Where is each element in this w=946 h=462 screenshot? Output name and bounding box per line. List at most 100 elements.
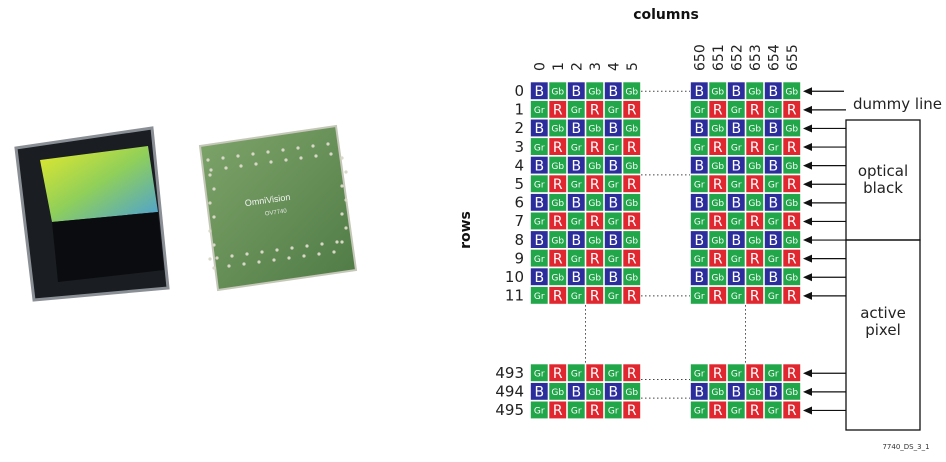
- solder-dot: [299, 156, 303, 160]
- column-label: 650: [692, 44, 708, 71]
- solder-dot: [305, 244, 309, 248]
- column-label: 0: [532, 62, 548, 71]
- pixel-cell-label: B: [571, 84, 581, 100]
- pixel-cell-label: Gr: [534, 292, 545, 302]
- pixel-cell-label: B: [731, 270, 741, 286]
- pixel-cell: R: [622, 211, 641, 230]
- pixel-cell-label: Gr: [731, 181, 742, 191]
- pixel-cell: B: [690, 267, 709, 286]
- solder-dot: [290, 246, 294, 250]
- pixel-cell: B: [604, 118, 623, 137]
- pixel-cell: Gr: [690, 363, 709, 382]
- pixel-cell: R: [745, 363, 764, 382]
- pixel-cell-label: Gr: [534, 218, 545, 228]
- pixel-cell-label: B: [694, 196, 704, 212]
- pixel-cell-label: Gr: [571, 292, 582, 302]
- pixel-cell-label: B: [731, 196, 741, 212]
- pixel-cell: B: [530, 230, 549, 249]
- pixel-cell: R: [782, 400, 801, 419]
- pixel-cell-label: Gr: [731, 218, 742, 228]
- pixel-cell-label: Gr: [534, 181, 545, 191]
- pixel-cell-label: Gr: [768, 292, 779, 302]
- pixel-cell: Gr: [567, 286, 586, 305]
- pixel-cell-label: Gr: [694, 218, 705, 228]
- pixel-cell-label: R: [553, 103, 563, 119]
- solder-dot: [215, 256, 219, 260]
- pixel-cell-label: Gb: [551, 199, 564, 209]
- pixel-cell: B: [530, 267, 549, 286]
- pixel-cell-label: B: [768, 158, 778, 174]
- pixel-cell: B: [604, 193, 623, 212]
- pixel-cell-label: R: [553, 140, 563, 156]
- pixel-cell-label: Gb: [588, 125, 601, 135]
- pixel-cell-label: B: [694, 158, 704, 174]
- pixel-cell: B: [690, 382, 709, 401]
- pixel-cell-label: R: [627, 214, 637, 230]
- row-label: 5: [514, 175, 524, 193]
- solder-dot: [208, 201, 212, 205]
- pixel-cell: R: [622, 137, 641, 156]
- row-arrow: [803, 87, 844, 96]
- row-label: 2: [514, 119, 524, 137]
- solder-dot: [296, 146, 300, 150]
- pixel-cell-label: B: [731, 158, 741, 174]
- pixel-cell: B: [690, 193, 709, 212]
- pixel-cell-label: B: [571, 196, 581, 212]
- sensor-product-photo: OmniVision OV7740: [14, 124, 358, 302]
- pixel-cell: B: [727, 156, 746, 174]
- pixel-cell-label: Gb: [625, 162, 638, 172]
- pixel-cell-label: Gr: [608, 255, 619, 265]
- rows-header: rows: [458, 211, 474, 249]
- solder-dot: [320, 242, 324, 246]
- row-label: 3: [514, 138, 524, 156]
- pixel-cell: R: [708, 211, 727, 230]
- pixel-cell: Gb: [585, 382, 604, 401]
- pixel-cell-label: R: [590, 214, 600, 230]
- pixel-cell-label: Gb: [785, 125, 798, 135]
- pixel-cell: Gr: [690, 400, 709, 420]
- pixel-cell-label: R: [553, 366, 563, 382]
- solder-dot: [335, 240, 339, 244]
- solder-dot: [208, 257, 212, 261]
- solder-dot: [311, 144, 315, 148]
- column-label: 3: [588, 62, 604, 71]
- row-arrow: [803, 236, 846, 245]
- pixel-cell: Gb: [622, 230, 641, 249]
- pixel-cell-label: B: [571, 385, 581, 401]
- pixel-cell: B: [604, 382, 623, 401]
- pixel-cell: R: [622, 400, 641, 419]
- pixel-cell-label: B: [571, 121, 581, 137]
- pixel-cell-label: R: [713, 403, 723, 419]
- pixel-cell-label: R: [713, 177, 723, 193]
- pixel-cell-label: Gb: [748, 236, 761, 246]
- pixel-cell-label: B: [694, 233, 704, 249]
- pixel-cell-label: B: [608, 385, 618, 401]
- column-label: 651: [711, 44, 727, 71]
- pixel-cell: B: [727, 230, 746, 249]
- pixel-cell: Gr: [604, 249, 623, 268]
- pixel-cell: Gb: [708, 81, 727, 100]
- pixel-cell: Gb: [782, 382, 801, 401]
- pixel-cell: B: [530, 81, 549, 100]
- pixel-cell: R: [622, 363, 641, 382]
- row-label: 0: [514, 82, 524, 100]
- pixel-cell: R: [745, 174, 764, 193]
- pixel-cell-label: R: [553, 251, 563, 267]
- column-label: 1: [551, 62, 567, 71]
- pixel-cell-label: R: [787, 214, 797, 230]
- solder-dot: [344, 198, 348, 202]
- column-label: 652: [729, 44, 745, 71]
- pixel-cell: B: [727, 81, 746, 100]
- pixel-cell-label: B: [534, 385, 544, 401]
- pixel-cell-label: R: [750, 403, 760, 419]
- pixel-cell: Gr: [764, 100, 783, 119]
- pixel-cell-label: Gb: [711, 388, 724, 398]
- pixel-cell: R: [548, 100, 567, 119]
- pixel-cell: R: [585, 100, 604, 119]
- row-arrow: [803, 143, 846, 152]
- row-arrow: [803, 124, 846, 133]
- pixel-cell: Gb: [548, 267, 567, 286]
- pixel-cell-label: Gb: [588, 199, 601, 209]
- pixel-cell: R: [548, 400, 567, 419]
- row-label: 494: [495, 383, 524, 401]
